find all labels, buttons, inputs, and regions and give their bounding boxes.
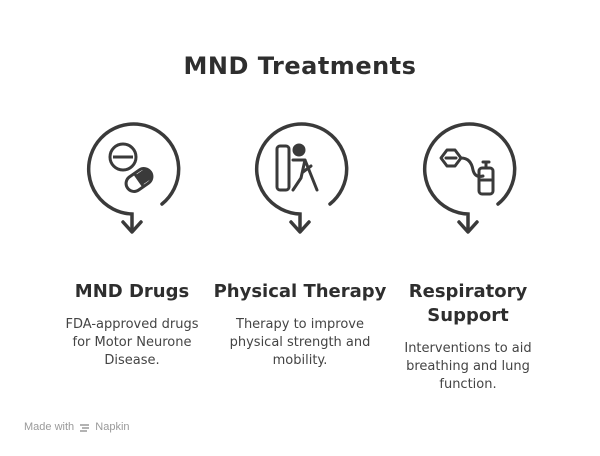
napkin-brand-label: Napkin	[95, 421, 130, 433]
circular-arrow-icon	[254, 122, 349, 234]
heading-mnd-drugs: MND Drugs	[74, 281, 190, 302]
pills-icon	[108, 142, 154, 193]
diagram-title: MND Treatments	[183, 52, 417, 80]
description-physical-therapy: Therapy to improve physical strength and…	[229, 317, 371, 368]
treatment-respiratory-support: Respiratory Support Interventions to aid…	[378, 112, 558, 394]
inhaler-icon	[439, 148, 495, 196]
napkin-logo-icon	[80, 423, 90, 432]
treatment-mnd-drugs: MND Drugs FDA-approved drugs for Motor N…	[42, 112, 222, 370]
treatment-physical-therapy: Physical Therapy Therapy to improve phys…	[210, 112, 390, 370]
circular-arrow-icon	[422, 122, 517, 234]
circular-arrow-icon	[86, 122, 181, 234]
description-respiratory-support: Interventions to aid breathing and lung …	[404, 341, 532, 392]
exercise-icon	[275, 143, 319, 192]
description-mnd-drugs: FDA-approved drugs for Motor Neurone Dis…	[65, 317, 199, 368]
made-with-napkin-footer[interactable]: Made with Napkin	[24, 421, 130, 433]
heading-respiratory-support: Respiratory Support	[408, 281, 528, 326]
heading-physical-therapy: Physical Therapy	[213, 281, 387, 302]
made-with-label: Made with	[24, 421, 75, 433]
